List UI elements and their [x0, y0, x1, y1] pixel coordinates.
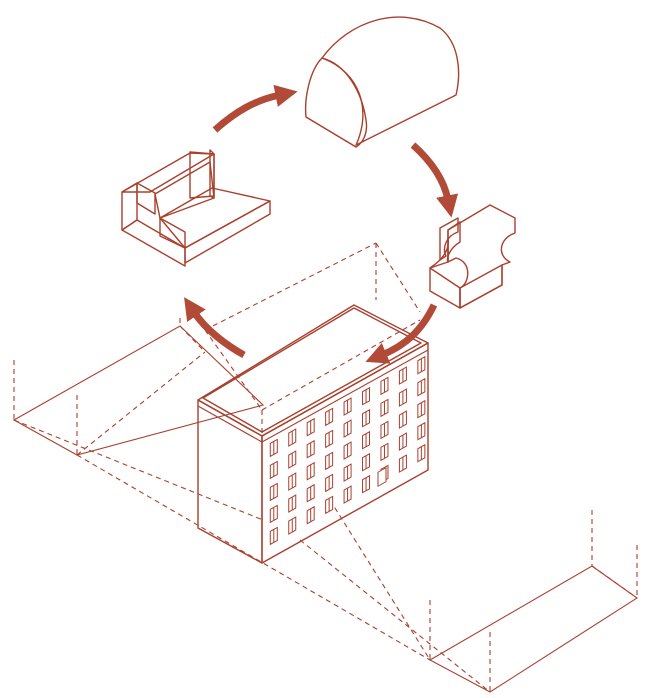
- window: [398, 366, 407, 385]
- arrow-stepped-to-vault: [212, 84, 298, 133]
- window: [362, 474, 371, 494]
- window: [362, 452, 371, 472]
- window: [380, 420, 389, 440]
- right-site-plot: [428, 510, 638, 693]
- building-windows: [269, 355, 426, 546]
- window: [398, 388, 407, 407]
- window: [288, 494, 297, 513]
- window: [417, 377, 426, 397]
- window: [269, 482, 278, 502]
- window: [325, 495, 334, 515]
- left-site-plot: [12, 318, 265, 456]
- window: [362, 430, 371, 450]
- window: [288, 516, 297, 535]
- window: [343, 485, 352, 504]
- window: [380, 442, 389, 462]
- window: [306, 439, 315, 459]
- window: [417, 399, 426, 419]
- window: [343, 419, 352, 438]
- envelope-projection: [13, 242, 491, 693]
- window: [362, 408, 371, 428]
- window: [306, 505, 315, 525]
- carved-block-icon: [429, 204, 516, 309]
- window: [325, 429, 334, 449]
- window: [398, 454, 407, 473]
- window: [343, 463, 352, 482]
- window: [269, 504, 278, 524]
- window: [398, 410, 407, 429]
- window: [362, 386, 371, 406]
- window: [306, 461, 315, 481]
- window: [325, 407, 334, 427]
- window: [288, 472, 297, 491]
- window: [306, 483, 315, 503]
- window: [417, 443, 426, 463]
- window: [288, 428, 297, 447]
- building-door: [377, 467, 387, 487]
- window: [398, 432, 407, 451]
- window: [417, 355, 426, 375]
- cycle-arrows: [184, 84, 459, 364]
- arrow-building-to-stepped: [184, 297, 246, 359]
- arrow-vault-to-carved: [410, 142, 459, 218]
- window: [343, 441, 352, 460]
- window: [380, 376, 389, 396]
- window: [325, 473, 334, 493]
- window: [288, 450, 297, 469]
- window: [269, 438, 278, 458]
- window: [417, 421, 426, 441]
- window: [325, 451, 334, 471]
- window: [269, 460, 278, 480]
- window: [306, 417, 315, 437]
- window: [343, 397, 352, 416]
- barrel-vault-icon: [304, 16, 460, 148]
- arrow-carved-to-building: [365, 303, 438, 364]
- window: [269, 526, 278, 546]
- apartment-building: [197, 304, 429, 564]
- stepped-block-icon: [121, 149, 271, 267]
- window: [380, 398, 389, 418]
